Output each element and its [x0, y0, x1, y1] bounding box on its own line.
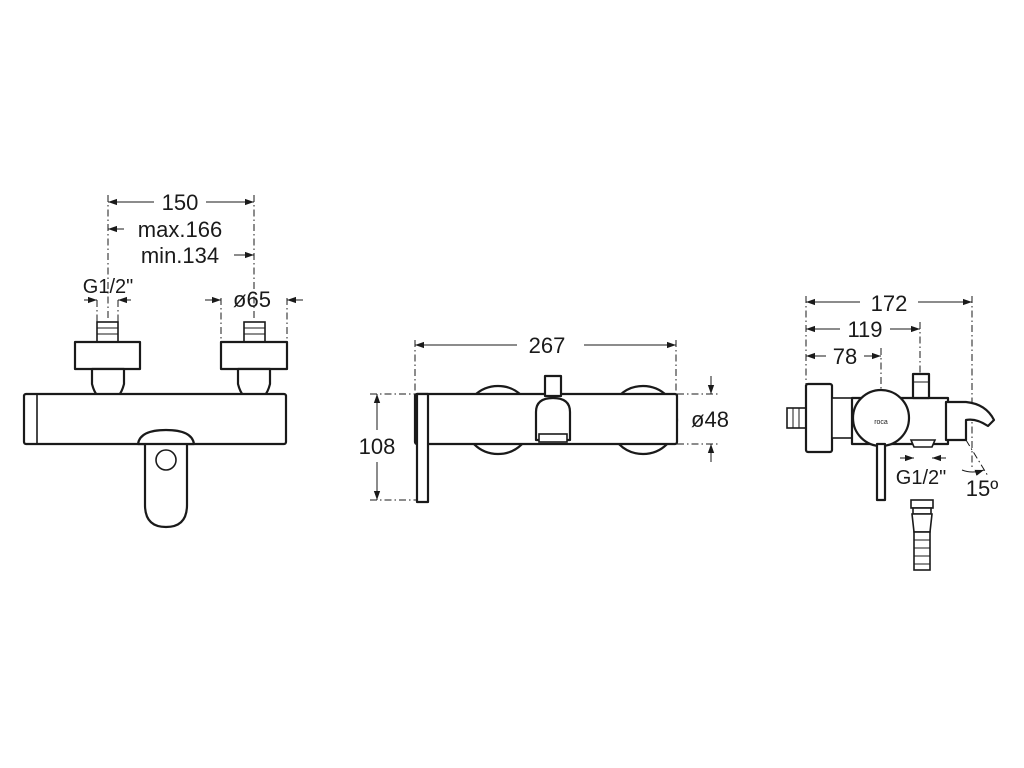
flange-dia-label: ø65 [233, 287, 271, 312]
handle-button [155, 449, 177, 471]
dimension-min: min.134 [141, 243, 254, 268]
dim-label-max: max.166 [138, 217, 222, 242]
thread-dimension: G1/2" [83, 276, 133, 304]
dim-label-dia48: ø48 [691, 407, 729, 432]
brand-logo: roca [874, 419, 888, 426]
angle-dimension: 15º [961, 439, 999, 501]
top-outlet [534, 396, 572, 442]
dimension-150: 150 [108, 190, 254, 215]
hose [913, 531, 931, 571]
cartridge-cap [851, 388, 911, 448]
hose-nut [910, 499, 934, 509]
dimension-172: 172 [806, 291, 972, 316]
right-flange [219, 340, 289, 371]
dimension-dia48: ø48 [691, 376, 729, 462]
dim-label-min: min.134 [141, 243, 219, 268]
top-outlet-stub [543, 374, 563, 398]
side-view: 172 119 78 roca [786, 291, 999, 571]
front-view: 150 max.166 min.134 G1/2" ø65 [22, 190, 303, 529]
dim-label-119: 119 [847, 317, 882, 342]
left-thread [96, 321, 119, 343]
angle-label: 15º [966, 476, 999, 501]
dimension-108: 108 [359, 394, 396, 500]
side-lever [875, 442, 887, 502]
dimension-max: max.166 [108, 217, 222, 242]
dimension-267: 267 [415, 333, 676, 358]
handle-cap [136, 428, 196, 446]
top-outlet-ring [538, 433, 568, 443]
dim-label-78: 78 [833, 344, 857, 369]
side-thread-label: G1/2" [896, 467, 946, 489]
side-spout [944, 400, 996, 442]
lever-handle [143, 444, 189, 529]
hose-fitting [910, 499, 934, 571]
side-thread [786, 407, 807, 429]
diverter-knob [911, 372, 931, 400]
hose-connector [909, 439, 937, 448]
flange-dimension: ø65 [205, 287, 303, 312]
dim-label-172: 172 [871, 291, 908, 316]
right-thread [243, 321, 266, 343]
top-view: 267 108 ø48 [359, 333, 729, 504]
dim-label-150: 150 [162, 190, 199, 215]
side-flange [804, 382, 834, 454]
top-lever [415, 392, 430, 504]
dim-label-267: 267 [529, 333, 566, 358]
thread-label: G1/2" [83, 276, 133, 298]
left-flange [73, 340, 142, 371]
dimension-119: 119 [806, 317, 920, 342]
side-thread-dimension: G1/2" [896, 454, 946, 489]
dim-label-108: 108 [359, 434, 396, 459]
dimension-78: 78 [806, 344, 881, 369]
